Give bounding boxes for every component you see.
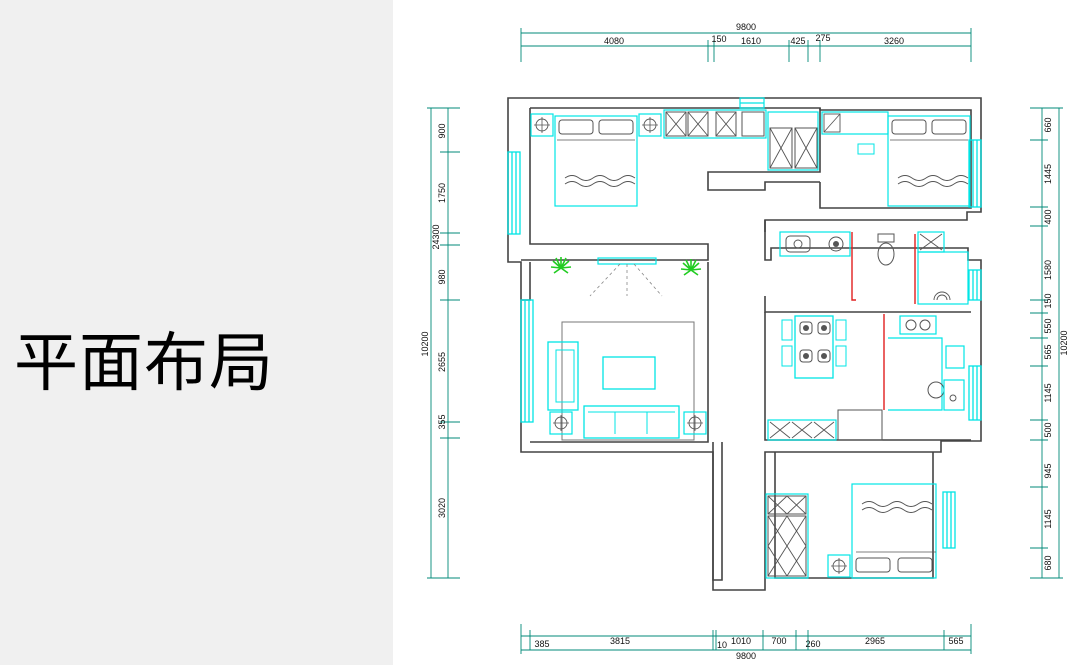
right-dimension-chain	[1030, 107, 1063, 579]
plant-icon	[680, 258, 702, 276]
toilet-icon	[877, 233, 895, 266]
top-dimension-chain	[520, 28, 972, 62]
nightstand-icon	[638, 113, 662, 137]
dim-left-segment: 355	[437, 414, 447, 429]
dim-top-segment: 425	[790, 36, 805, 46]
nightstand-icon	[549, 411, 573, 435]
nightstand-icon	[683, 411, 707, 435]
nightstand-icon	[530, 113, 554, 137]
wardrobe-icon	[663, 109, 767, 139]
window-icon	[968, 139, 982, 208]
dim-right-segment: 500	[1043, 422, 1053, 437]
wardrobe-icon	[765, 493, 809, 579]
dim-bottom-segment: 1010	[731, 636, 751, 646]
shower-icon	[917, 231, 969, 305]
rug-icon	[561, 321, 695, 441]
dining-table-icon	[781, 315, 847, 379]
dim-right-segment: 1145	[1043, 383, 1053, 402]
dim-right-total: 10200	[1059, 330, 1069, 355]
window-icon	[739, 97, 765, 109]
dim-bottom-segment: 565	[948, 636, 963, 646]
dim-left-segment: 3020	[437, 498, 447, 518]
title-panel: 平面布局	[0, 0, 393, 665]
dim-right-segment: 945	[1043, 463, 1053, 478]
double-bed-icon	[554, 115, 638, 207]
wardrobe-icon	[767, 409, 883, 441]
washbasin-icon	[779, 231, 851, 257]
dim-top-segment: 4080	[604, 36, 624, 46]
nightstand-icon	[827, 554, 851, 578]
dim-left-total: 10200	[420, 331, 430, 356]
wardrobe-icon	[821, 111, 889, 155]
dim-top-segment: 1610	[741, 36, 761, 46]
window-icon	[942, 491, 956, 549]
dim-bottom-segment: 10	[717, 640, 727, 650]
left-dimension-chain	[427, 107, 460, 579]
dim-right-segment: 550	[1043, 318, 1053, 333]
dim-right-segment: 660	[1043, 117, 1053, 132]
page-title: 平面布局	[14, 327, 274, 401]
partition-line	[851, 232, 916, 304]
double-bed-icon	[887, 115, 971, 207]
floor-plan-panel: 9800 4080 150 1610 425 275 3260 385 3815…	[393, 0, 1080, 665]
kitchen-counter-icon	[888, 337, 965, 411]
window-icon	[507, 151, 521, 235]
dim-right-segment: 1145	[1043, 509, 1053, 528]
coffee-table-icon	[602, 356, 656, 390]
wardrobe-icon	[767, 111, 819, 171]
dim-bottom-segment: 385	[534, 639, 549, 649]
dim-right-segment: 150	[1043, 293, 1053, 308]
dim-bottom-segment: 3815	[610, 636, 630, 646]
window-icon	[968, 269, 982, 301]
window-icon	[520, 299, 534, 423]
dim-top-segment: 150	[711, 34, 726, 44]
dim-left-segment: 2655	[437, 352, 447, 372]
right-dimension-labels: 660 1445 400 1580 150 550 10200 565 1145…	[1043, 117, 1069, 570]
dim-bottom-segment: 260	[805, 639, 820, 649]
dim-bottom-segment: 2965	[865, 636, 885, 646]
dim-left-segment: 24300	[431, 224, 441, 249]
floor-plan-drawing: 9800 4080 150 1610 425 275 3260 385 3815…	[420, 22, 1069, 661]
dim-top-total: 9800	[736, 22, 756, 32]
dim-right-segment: 1580	[1043, 260, 1053, 280]
window-icon	[968, 365, 982, 421]
tv-cabinet-icon	[589, 257, 663, 297]
dim-left-segment: 980	[437, 269, 447, 284]
dim-left-segment: 900	[437, 123, 447, 138]
bottom-dimension-chain	[520, 624, 972, 654]
dim-bottom-total: 9800	[736, 651, 756, 661]
bottom-dimension-labels: 385 3815 10 1010 700 260 2965 565 9800	[534, 636, 963, 661]
dim-right-segment: 1445	[1043, 164, 1053, 184]
dim-right-segment: 680	[1043, 555, 1053, 570]
double-bed-icon	[851, 483, 937, 579]
sink-icon	[949, 394, 957, 402]
exterior-walls	[507, 97, 982, 591]
dim-right-segment: 400	[1043, 209, 1053, 224]
sofa-icon	[547, 341, 680, 439]
dim-bottom-segment: 700	[771, 636, 786, 646]
dim-right-segment: 565	[1043, 344, 1053, 359]
dim-top-segment: 275	[815, 33, 830, 43]
top-dimension-labels: 9800 4080 150 1610 425 275 3260	[604, 22, 904, 46]
dim-left-segment: 1750	[437, 183, 447, 203]
left-dimension-labels: 900 1750 24300 980 10200 2655 355 3020	[420, 123, 447, 518]
stove-icon	[899, 315, 937, 335]
dim-top-segment: 3260	[884, 36, 904, 46]
